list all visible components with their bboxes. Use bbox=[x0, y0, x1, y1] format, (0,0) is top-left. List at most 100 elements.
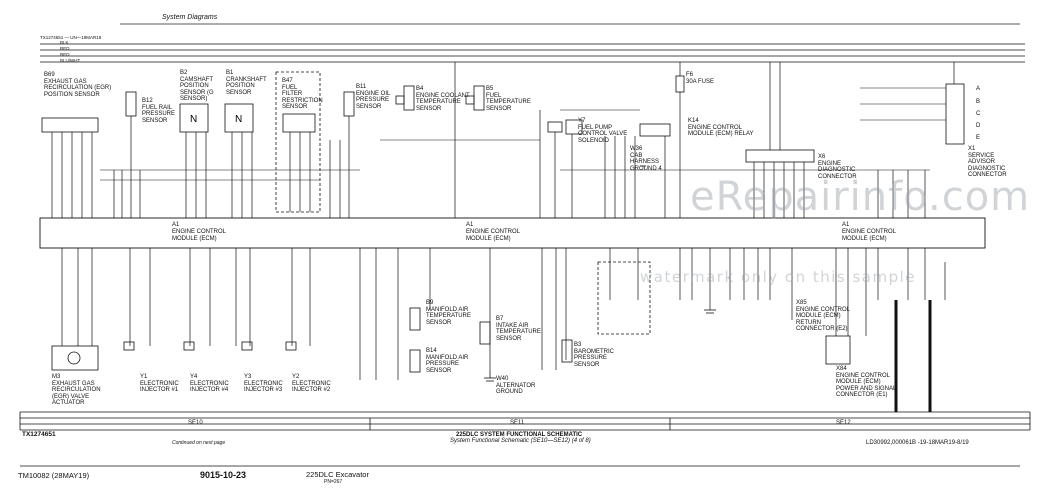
bus-label: BLK bbox=[60, 40, 69, 45]
component-name: ENGINE CONTROL MODULE (ECM) RELAY bbox=[688, 124, 754, 138]
caption-title: 225DLC SYSTEM FUNCTIONAL SCHEMATIC bbox=[456, 432, 583, 438]
svg-text:N: N bbox=[190, 114, 197, 125]
component-name: ENGINE OIL PRESSURE SENSOR bbox=[356, 90, 391, 110]
figure-ref-top: TX1274651 — UN—19MAR19 bbox=[40, 35, 102, 40]
ecm-mid-name: ENGINE CONTROL MODULE (ECM) bbox=[466, 229, 520, 242]
component-ref: W40 bbox=[496, 376, 509, 382]
component-name: ENGINE CONTROL MODULE (ECM) POWER AND SI… bbox=[836, 372, 897, 399]
component-ref: B3 bbox=[574, 342, 582, 348]
component-ref: X1 bbox=[968, 146, 976, 152]
component-ref: B11 bbox=[356, 84, 367, 90]
component-name: SERVICE ADVISOR DIAGNOSTIC CONNECTOR bbox=[968, 152, 1007, 179]
component-name: ELECTRONIC INJECTOR #1 bbox=[140, 380, 179, 394]
caption-figure-id: TX1274651 bbox=[22, 431, 56, 438]
component-name: CAB HARNESS GROUND 4 bbox=[630, 152, 662, 172]
component-ref: K14 bbox=[688, 118, 699, 124]
x1-pin: C bbox=[976, 111, 981, 117]
component-ref: W36 bbox=[630, 146, 643, 152]
component-ref: Y4 bbox=[190, 374, 198, 380]
upper-harness-wires bbox=[51, 62, 955, 218]
ecm-right-name: ENGINE CONTROL MODULE (ECM) bbox=[842, 229, 896, 242]
section-se11: SE11 bbox=[510, 420, 525, 426]
lower-harness-wires bbox=[61, 248, 946, 380]
caption-code: LD30992,000061B -19-18MAR19-8/19 bbox=[866, 440, 969, 446]
component-ref: Y1 bbox=[140, 374, 148, 380]
component-ref: X84 bbox=[836, 366, 847, 372]
section-title: System Diagrams bbox=[162, 14, 218, 21]
section-se12: SE12 bbox=[836, 420, 851, 426]
component-name: EXHAUST GAS RECIRCULATION (EGR) VALVE AC… bbox=[52, 380, 101, 407]
watermark-notice: watermark only on this sample bbox=[640, 268, 917, 286]
ecm-mid-ref: A1 bbox=[466, 222, 474, 228]
component-ref: B4 bbox=[416, 86, 424, 92]
footer-page: 9015-10-23 bbox=[200, 470, 247, 480]
power-bus-lines bbox=[40, 43, 1025, 63]
component-name: INTAKE AIR TEMPERATURE SENSOR bbox=[496, 322, 541, 342]
component-ref: X85 bbox=[796, 300, 807, 306]
component-name: EXHAUST GAS RECIRCULATION (EGR) POSITION… bbox=[44, 78, 112, 98]
component-ref: B14 bbox=[426, 348, 437, 354]
component-name: MANIFOLD AIR TEMPERATURE SENSOR bbox=[426, 306, 471, 326]
component-name: FUEL FILTER RESTRICTION SENSOR bbox=[282, 84, 323, 111]
component-ref: Y2 bbox=[292, 374, 300, 380]
component-name: ENGINE DIAGNOSTIC CONNECTOR bbox=[818, 160, 857, 180]
svg-text:N: N bbox=[235, 114, 242, 125]
x1-pin: D bbox=[976, 123, 981, 129]
component-name: CAMSHAFT POSITION SENSOR (G SENSOR) bbox=[180, 76, 214, 103]
component-name: MANIFOLD AIR PRESSURE SENSOR bbox=[426, 354, 469, 374]
footer-page-num: PN=267 bbox=[324, 479, 343, 485]
bus-label: RED bbox=[60, 52, 70, 57]
footer-model: 225DLC Excavator bbox=[306, 470, 369, 479]
component-ref: B47 bbox=[282, 78, 293, 84]
component-ref: B9 bbox=[426, 300, 434, 306]
component-ref: B12 bbox=[142, 98, 153, 104]
component-ref: F6 bbox=[686, 72, 694, 78]
component-ref: B1 bbox=[226, 70, 234, 76]
component-name: ELECTRONIC INJECTOR #3 bbox=[244, 380, 283, 394]
footer-manual: TM10082 (28MAY19) bbox=[18, 471, 90, 480]
component-ref: Y7 bbox=[578, 118, 586, 124]
component-name: BAROMETRIC PRESSURE SENSOR bbox=[574, 348, 615, 368]
component-ref: M3 bbox=[52, 374, 61, 380]
component-ref: B5 bbox=[486, 86, 494, 92]
ecm-right-ref: A1 bbox=[842, 222, 850, 228]
component-name: CRANKSHAFT POSITION SENSOR bbox=[226, 76, 267, 96]
component-name: 30A FUSE bbox=[686, 78, 715, 85]
component-ref: B69 bbox=[44, 72, 55, 78]
component-ref: B7 bbox=[496, 316, 504, 322]
component-name: ENGINE CONTROL MODULE (ECM) RETURN CONNE… bbox=[796, 306, 850, 333]
bus-label: RED bbox=[60, 46, 70, 51]
ecm-module-outline bbox=[39, 217, 986, 249]
x1-pin: E bbox=[976, 135, 981, 141]
continued-note: Continued on next page bbox=[172, 440, 226, 446]
component-name: ELECTRONIC INJECTOR #2 bbox=[292, 380, 331, 394]
caption-subtitle: System Functional Schematic (SE10—SE12) … bbox=[450, 438, 591, 444]
component-name: ALTERNATOR GROUND bbox=[496, 382, 536, 396]
component-name: FUEL PUMP CONTROL VALVE SOLENOID bbox=[578, 124, 628, 144]
component-name: ENGINE COOLANT TEMPERATURE SENSOR bbox=[416, 92, 470, 112]
